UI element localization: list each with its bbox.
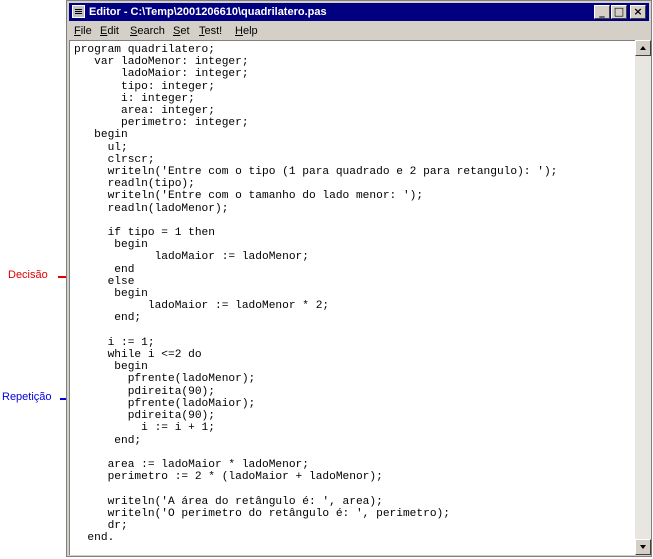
repetition-annotation-label: Repetição (2, 391, 52, 403)
menu-file[interactable]: File (74, 25, 92, 37)
menu-search[interactable]: Search (130, 25, 165, 37)
editor-window: Editor - C:\Temp\2001206610\quadrilatero… (66, 0, 652, 557)
app-icon[interactable] (72, 5, 85, 18)
menu-test[interactable]: Test! (199, 25, 223, 37)
source-code[interactable]: program quadrilatero; var ladoMenor: int… (74, 44, 558, 545)
maximize-button[interactable]: □ (611, 5, 627, 19)
menu-edit[interactable]: Edit (100, 25, 119, 37)
minimize-button[interactable]: _ (594, 5, 610, 19)
arrow-down-icon (640, 545, 646, 549)
vertical-scrollbar[interactable] (635, 40, 651, 555)
decision-annotation-label: Decisão (8, 269, 48, 281)
scroll-up-button[interactable] (635, 40, 651, 56)
close-button[interactable]: × (630, 5, 646, 19)
title-bar[interactable]: Editor - C:\Temp\2001206610\quadrilatero… (69, 3, 649, 21)
menu-help[interactable]: Help (235, 25, 258, 37)
menu-set[interactable]: Set (173, 25, 190, 37)
scroll-down-button[interactable] (635, 539, 651, 555)
code-editor[interactable]: program quadrilatero; var ladoMenor: int… (69, 40, 635, 555)
arrow-up-icon (640, 46, 646, 50)
menu-bar: File Edit Search Set Test! Help (69, 22, 649, 40)
window-title: Editor - C:\Temp\2001206610\quadrilatero… (89, 6, 327, 18)
